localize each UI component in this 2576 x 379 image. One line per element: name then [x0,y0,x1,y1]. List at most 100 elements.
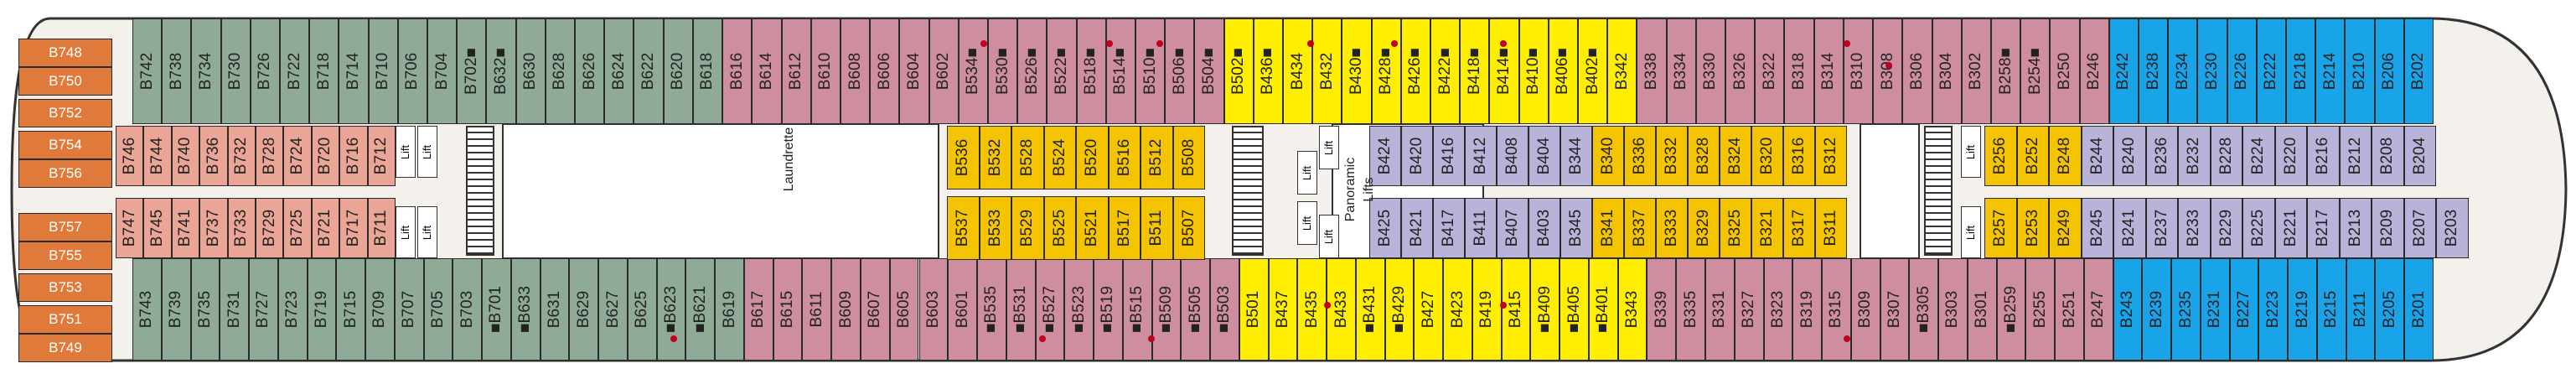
cabin-b209[interactable]: B209 [2372,198,2404,258]
cabin-b240[interactable]: B240 [2113,126,2146,186]
lift-fwd-1[interactable]: Lift [1961,126,1981,178]
cabin-b525[interactable]: B525 [1043,196,1076,260]
cabin-b303[interactable]: B303 [1938,258,1968,361]
cabin-b204[interactable]: B204 [2403,126,2436,186]
lift-fwd-2[interactable]: Lift [1961,206,1981,258]
cabin-b527[interactable]: ■B527 [1035,258,1065,361]
cabin-b612[interactable]: B612 [781,18,811,124]
cabin-b426[interactable]: B426■ [1400,18,1431,124]
cabin-b730[interactable]: B730 [220,18,251,124]
cabin-b428[interactable]: B428■ [1371,18,1401,124]
cabin-b619[interactable]: B619 [715,258,744,361]
cabin-b215[interactable]: B215 [2316,258,2346,361]
cabin-b423[interactable]: B423 [1443,258,1472,361]
cabin-b432[interactable]: B432 [1312,18,1342,124]
cabin-b520[interactable]: B520 [1076,126,1109,190]
cabin-b506[interactable]: B506■ [1165,18,1195,124]
cabin-b243[interactable]: B243 [2113,258,2143,361]
cabin-b753[interactable]: B753 [18,273,112,302]
lift-mid-2[interactable]: Lift [1297,151,1317,195]
cabin-b345[interactable]: B345 [1560,198,1592,258]
cabin-b736[interactable]: B736 [199,126,228,186]
cabin-b607[interactable]: B607 [860,258,890,361]
cabin-b409[interactable]: ■B409 [1530,258,1560,361]
cabin-b616[interactable]: B616 [722,18,753,124]
cabin-b246[interactable]: B246 [2079,18,2109,124]
cabin-b308[interactable]: B308 [1873,18,1903,124]
cabin-b531[interactable]: ■B531 [1006,258,1036,361]
cabin-b419[interactable]: B419 [1472,258,1502,361]
cabin-b733[interactable]: B733 [227,198,256,258]
cabin-b421[interactable]: B421 [1401,198,1433,258]
cabin-b604[interactable]: B604 [899,18,929,124]
cabin-b333[interactable]: B333 [1656,198,1688,258]
lift-mid-3[interactable]: Lift [1297,201,1317,245]
cabin-b742[interactable]: B742 [132,18,163,124]
cabin-b715[interactable]: B715 [336,258,366,361]
cabin-b532[interactable]: B532 [979,126,1011,190]
cabin-b251[interactable]: B251 [2055,258,2084,361]
cabin-b732[interactable]: B732 [227,126,256,186]
cabin-b418[interactable]: B418■ [1460,18,1490,124]
cabin-b210[interactable]: B210 [2345,18,2375,124]
cabin-b620[interactable]: B620 [663,18,693,124]
cabin-b431[interactable]: ■B431 [1355,258,1385,361]
cabin-b435[interactable]: B435 [1297,258,1327,361]
cabin-b405[interactable]: ■B405 [1560,258,1589,361]
cabin-b245[interactable]: B245 [2081,198,2113,258]
cabin-b601[interactable]: B601 [948,258,978,361]
cabin-b412[interactable]: B412 [1465,126,1497,186]
cabin-b331[interactable]: B331 [1705,258,1735,361]
cabin-b401[interactable]: ■B401 [1588,258,1618,361]
cabin-b244[interactable]: B244 [2081,126,2113,186]
cabin-b258[interactable]: B258■ [1990,18,2021,124]
cabin-b236[interactable]: B236 [2145,126,2178,186]
cabin-b307[interactable]: B307 [1880,258,1910,361]
cabin-b334[interactable]: B334 [1666,18,1696,124]
cabin-b302[interactable]: B302 [1961,18,1991,124]
lift-aft-4[interactable]: Lift [417,206,437,258]
cabin-b720[interactable]: B720 [311,126,340,186]
cabin-b725[interactable]: B725 [283,198,312,258]
cabin-b324[interactable]: B324 [1720,126,1751,186]
cabin-b218[interactable]: B218 [2285,18,2316,124]
lift-aft-3[interactable]: Lift [396,206,416,258]
cabin-b238[interactable]: B238 [2138,18,2169,124]
cabin-b343[interactable]: B343 [1617,258,1648,361]
cabin-b220[interactable]: B220 [2274,126,2307,186]
cabin-b316[interactable]: B316 [1783,126,1815,186]
cabin-b433[interactable]: B433 [1327,258,1356,361]
cabin-b752[interactable]: B752 [18,99,112,127]
cabin-b255[interactable]: B255 [2025,258,2056,361]
cabin-b410[interactable]: B410■ [1518,18,1549,124]
cabin-b536[interactable]: B536 [947,126,980,190]
cabin-b425[interactable]: B425 [1369,198,1401,258]
cabin-b746[interactable]: B746 [116,126,144,186]
cabin-b508[interactable]: B508 [1172,126,1205,190]
cabin-b628[interactable]: B628 [545,18,576,124]
cabin-b702[interactable]: B702■ [457,18,487,124]
cabin-b225[interactable]: B225 [2242,198,2275,258]
cabin-b430[interactable]: B430■ [1342,18,1372,124]
cabin-b618[interactable]: B618 [692,18,723,124]
cabin-b340[interactable]: B340 [1592,126,1624,186]
cabin-b214[interactable]: B214 [2315,18,2346,124]
cabin-b437[interactable]: B437 [1268,258,1298,361]
cabin-b344[interactable]: B344 [1560,126,1592,186]
cabin-b227[interactable]: B227 [2229,258,2259,361]
cabin-b242[interactable]: B242 [2108,18,2139,124]
cabin-b501[interactable]: B501 [1239,258,1269,361]
cabin-b533[interactable]: B533 [979,196,1011,260]
cabin-b327[interactable]: B327 [1734,258,1764,361]
cabin-b237[interactable]: B237 [2145,198,2178,258]
cabin-b721[interactable]: B721 [311,198,340,258]
cabin-b411[interactable]: B411 [1465,198,1497,258]
cabin-b623[interactable]: ■B623 [656,258,686,361]
cabin-b330[interactable]: B330 [1695,18,1726,124]
cabin-b627[interactable]: B627 [598,258,628,361]
cabin-b633[interactable]: ■B633 [510,258,541,361]
cabin-b748[interactable]: B748 [18,39,112,67]
cabin-b503[interactable]: ■B503 [1210,258,1239,361]
cabin-b247[interactable]: B247 [2083,258,2113,361]
cabin-b315[interactable]: B315 [1822,258,1851,361]
